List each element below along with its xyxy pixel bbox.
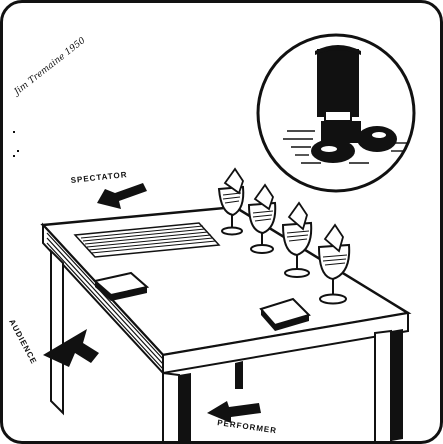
stray-marks bbox=[13, 131, 19, 157]
magic-trick-illustration: Jim Tremaine 1950 bbox=[3, 3, 443, 444]
spectator-label: SPECTATOR bbox=[70, 170, 128, 185]
artist-signature: Jim Tremaine 1950 bbox=[11, 36, 88, 99]
spectator-arrow bbox=[97, 183, 147, 209]
audience-label: AUDIENCE bbox=[7, 318, 38, 366]
performer-label: PERFORMER bbox=[217, 418, 278, 435]
inset-detail-circle bbox=[258, 35, 414, 191]
